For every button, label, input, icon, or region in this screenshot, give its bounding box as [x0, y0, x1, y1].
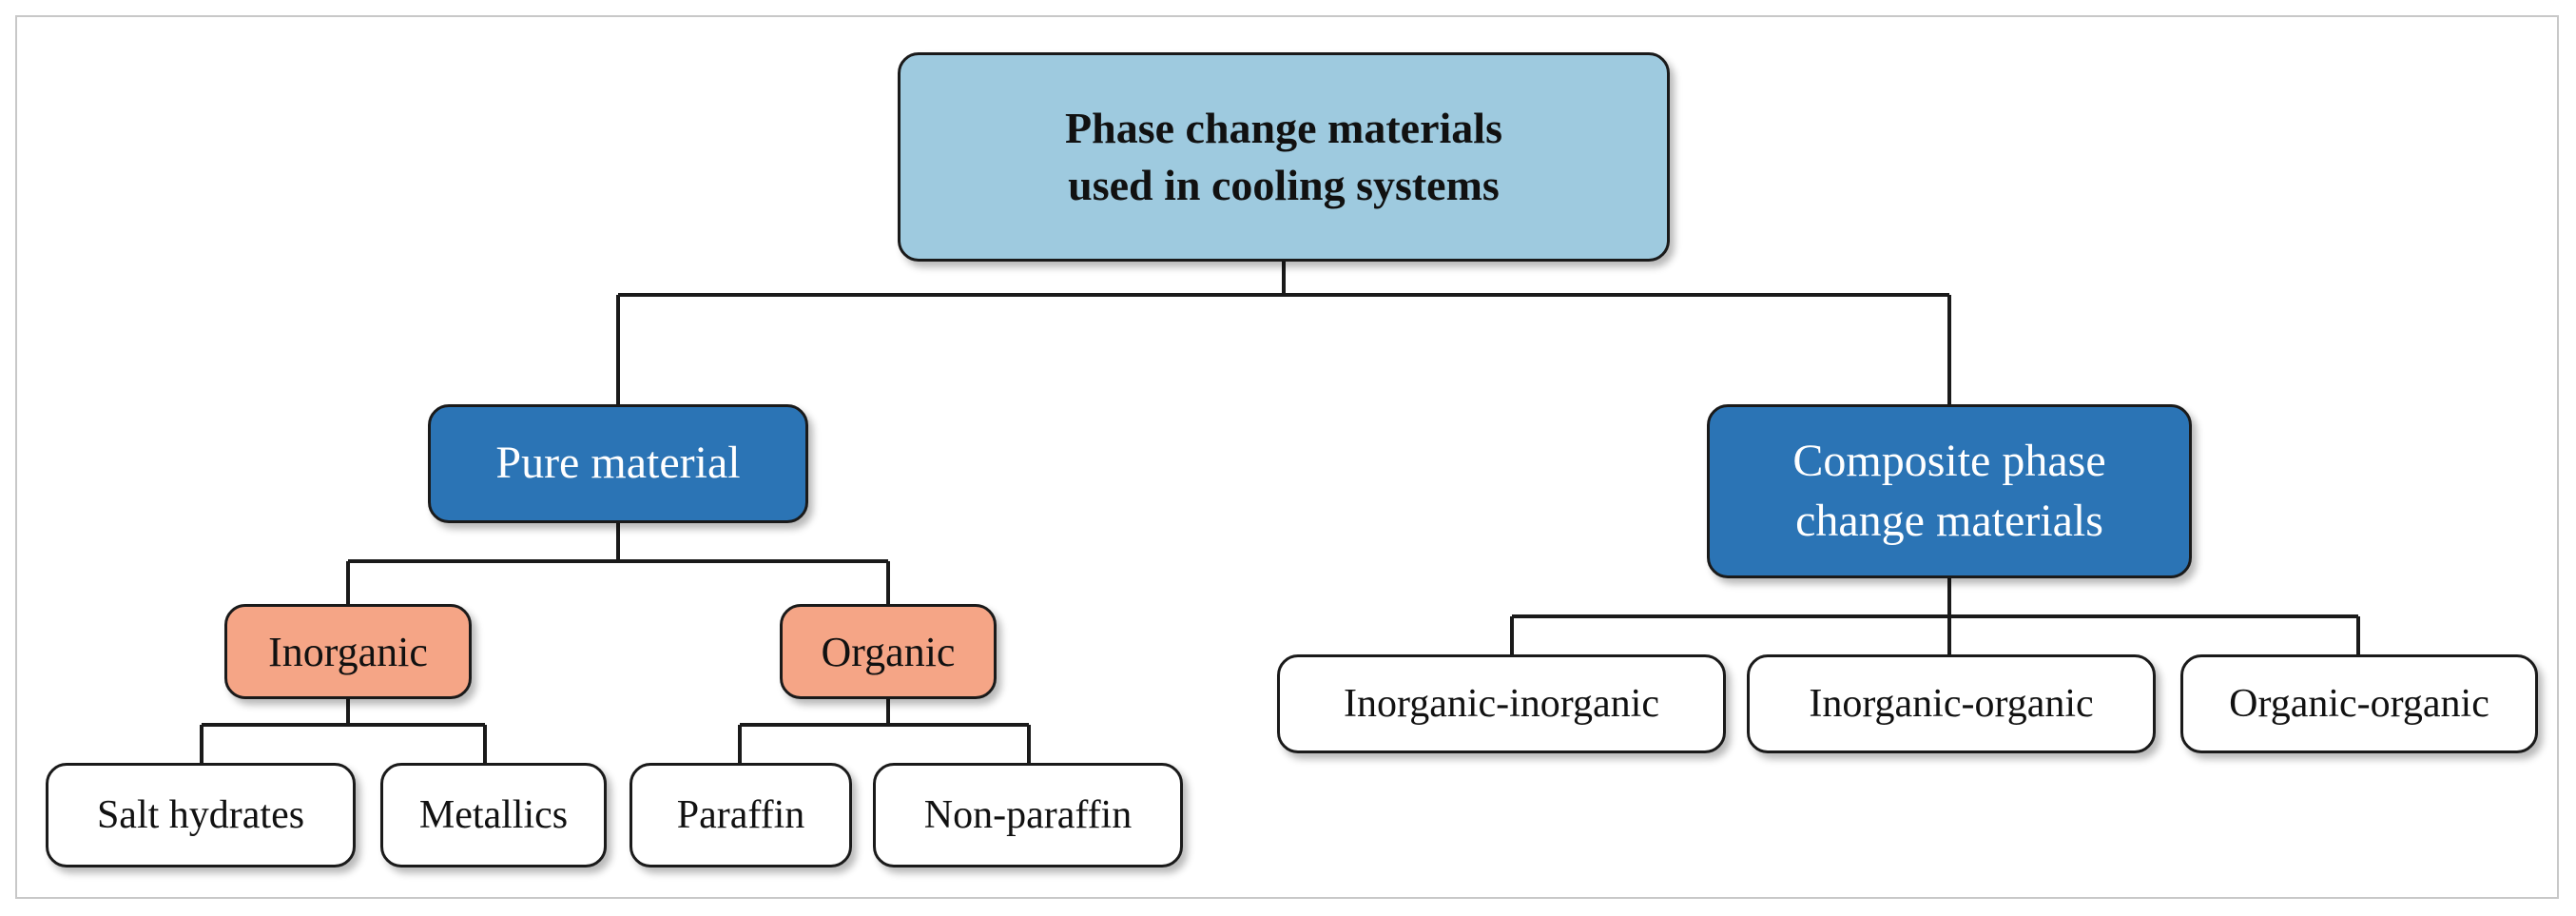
leaf-organic-organic: Organic-organic: [2180, 654, 2538, 753]
connector-inorganic-to-leaves: [200, 699, 487, 763]
leaf-salt-hydrates: Salt hydrates: [46, 763, 356, 867]
pure-material-node: Pure material: [428, 404, 808, 523]
root-node: Phase change materials used in cooling s…: [898, 52, 1670, 262]
connector-root-to-branches: [616, 262, 1951, 404]
connector-organic-to-leaves: [738, 699, 1031, 763]
leaf-inorganic-organic: Inorganic-organic: [1747, 654, 2156, 753]
leaf-metallics: Metallics: [380, 763, 607, 867]
leaf-inorganic-inorganic: Inorganic-inorganic: [1277, 654, 1726, 753]
leaf-paraffin: Paraffin: [629, 763, 852, 867]
organic-node: Organic: [780, 604, 997, 699]
connector-pure-to-types: [346, 523, 890, 604]
inorganic-node: Inorganic: [224, 604, 472, 699]
composite-pcm-node: Composite phase change materials: [1707, 404, 2192, 578]
connector-composite-to-leaves: [1510, 578, 2360, 654]
leaf-non-paraffin: Non-paraffin: [873, 763, 1183, 867]
